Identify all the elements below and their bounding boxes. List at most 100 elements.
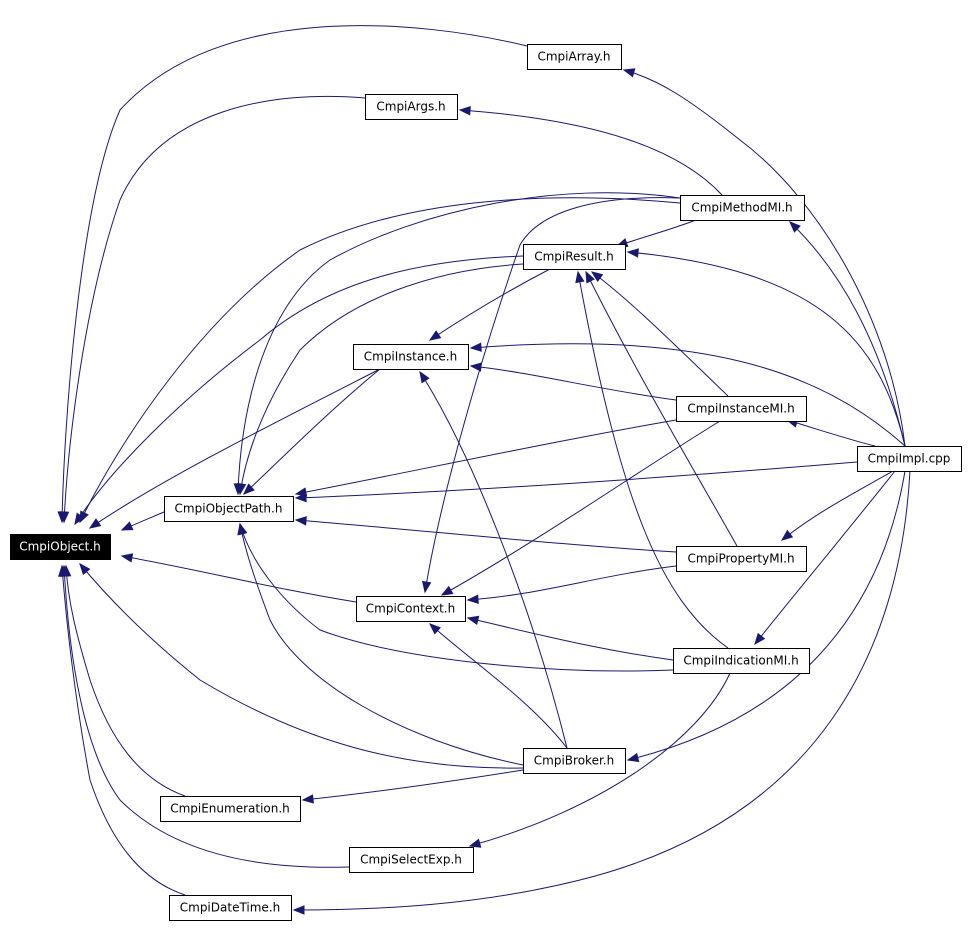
node-box <box>673 648 810 674</box>
arrowhead-icon <box>120 553 134 563</box>
arrowhead-icon <box>294 516 307 526</box>
edge-cmpiimpl-cpp-to-cmpiarray-h <box>622 68 906 447</box>
edge-line <box>61 565 186 896</box>
node-label: CmpiObject.h <box>19 540 101 554</box>
edge-line <box>616 219 697 247</box>
node-cmpiindicationmi-h[interactable]: CmpiIndicationMI.h <box>673 648 810 674</box>
edge-cmpibroker-h-to-cmpicontext-h <box>428 623 568 749</box>
node-box <box>169 895 292 921</box>
node-box <box>356 596 466 622</box>
edge-cmpipropertymi-h-to-cmpiobjectpath-h <box>294 516 677 553</box>
edge-cmpiimpl-cpp-to-cmpiresult-h <box>626 248 906 447</box>
arrowhead-icon <box>789 221 801 233</box>
arrowhead-icon <box>236 482 247 496</box>
arrowhead-icon <box>58 564 68 577</box>
arrowhead-icon <box>120 521 134 531</box>
node-cmpiarray-h[interactable]: CmpiArray.h <box>527 44 622 70</box>
edge-line <box>789 221 906 447</box>
edge-cmpimethodmi-h-to-cmpiargs-h <box>458 106 723 196</box>
arrowhead-icon <box>468 838 482 848</box>
edge-line <box>591 271 729 397</box>
edge-line <box>74 255 524 525</box>
node-cmpiselectexp-h[interactable]: CmpiSelectExp.h <box>349 847 474 873</box>
edge-cmpiinstancemi-h-to-cmpiobjectpath-h <box>294 419 677 497</box>
node-cmpidatetime-h[interactable]: CmpiDateTime.h <box>169 895 292 921</box>
edge-cmpiobjectpath-h-to-cmpiobject-h <box>120 511 165 531</box>
node-label: CmpiInstanceMI.h <box>687 402 794 416</box>
node-label: CmpiBroker.h <box>534 754 614 768</box>
edge-line <box>467 617 674 661</box>
node-cmpiimpl-cpp[interactable]: CmpiImpl.cpp <box>857 446 962 472</box>
node-box <box>680 195 805 221</box>
node-box <box>160 796 301 822</box>
edge-cmpiinstancemi-h-to-cmpicontext-h <box>440 420 721 596</box>
edge-line <box>467 565 677 601</box>
edge-cmpiinstance-h-to-cmpiobjectpath-h <box>243 368 381 495</box>
node-cmpicontext-h[interactable]: CmpiContext.h <box>356 596 466 622</box>
node-box <box>523 244 626 270</box>
node-label: CmpiMethodMI.h <box>691 201 792 215</box>
node-box <box>676 546 807 572</box>
edge-cmpipropertymi-h-to-cmpicontext-h <box>466 565 677 604</box>
edge-line <box>786 419 876 447</box>
edge-cmpibroker-h-to-cmpiobject-h <box>79 562 524 769</box>
arrowhead-icon <box>626 248 639 258</box>
edge-cmpiindicationmi-h-to-cmpiselectexp-h <box>468 672 731 848</box>
node-label: CmpiObjectPath.h <box>175 502 283 516</box>
edge-cmpiresult-h-to-cmpiobjectpath-h <box>236 263 524 496</box>
edge-line <box>429 268 551 341</box>
node-box <box>353 344 469 370</box>
arrowhead-icon <box>575 270 585 284</box>
node-cmpiobjectpath-h[interactable]: CmpiObjectPath.h <box>164 496 294 522</box>
node-cmpibroker-h[interactable]: CmpiBroker.h <box>523 748 626 774</box>
edge-line <box>239 523 524 766</box>
edge-line <box>623 69 906 447</box>
edge-cmpiargs-h-to-cmpiobject-h <box>59 95 366 524</box>
node-cmpiinstancemi-h[interactable]: CmpiInstanceMI.h <box>676 396 807 422</box>
edge-cmpicontext-h-to-cmpiobject-h <box>120 553 357 603</box>
edge-cmpiimpl-cpp-to-cmpipropertymi-h <box>780 470 894 541</box>
edge-cmpimethodmi-h-to-cmpicontext-h <box>422 197 681 594</box>
nodes-layer: CmpiObject.h CmpiArray.hCmpiArgs.hCmpiMet… <box>10 44 962 921</box>
edge-cmpiimpl-cpp-to-cmpiindicationmi-h <box>754 470 896 646</box>
edge-line <box>65 565 186 797</box>
edge-cmpiimpl-cpp-to-cmpiinstance-h <box>469 342 906 447</box>
arrowhead-icon <box>292 905 305 915</box>
edge-line <box>441 420 721 596</box>
edge-cmpipropertymi-h-to-cmpiresult-h <box>585 270 738 547</box>
arrowhead-icon <box>294 492 307 503</box>
node-box <box>10 534 111 560</box>
arrowhead-icon <box>428 623 441 635</box>
node-cmpimethodmi-h[interactable]: CmpiMethodMI.h <box>680 195 805 221</box>
node-box <box>676 396 807 422</box>
arrowhead-icon <box>422 580 432 594</box>
node-cmpiargs-h[interactable]: CmpiArgs.h <box>365 94 458 120</box>
edge-line <box>89 368 381 529</box>
arrowhead-icon <box>622 68 636 78</box>
edge-cmpiindicationmi-h-to-cmpicontext-h <box>466 615 674 661</box>
edge-cmpibroker-h-to-cmpienumeration-h <box>301 769 524 804</box>
edge-cmpiinstance-h-to-cmpiobject-h <box>88 368 381 529</box>
node-cmpiresult-h[interactable]: CmpiResult.h <box>523 244 626 270</box>
edge-line <box>470 365 677 401</box>
edge-line <box>237 192 681 495</box>
edge-line <box>627 470 906 761</box>
edge-line <box>295 419 677 495</box>
edges-layer <box>57 25 911 915</box>
node-label: CmpiImpl.cpp <box>868 452 951 466</box>
arrowhead-icon <box>466 615 480 626</box>
edge-cmpiinstancemi-h-to-cmpiresult-h <box>590 271 729 397</box>
edge-cmpiimpl-cpp-to-cmpimethodmi-h <box>789 221 906 447</box>
node-cmpiinstance-h[interactable]: CmpiInstance.h <box>353 344 469 370</box>
node-box <box>857 446 962 472</box>
edge-cmpienumeration-h-to-cmpiobject-h <box>61 564 186 797</box>
edge-line <box>429 623 568 749</box>
node-cmpienumeration-h[interactable]: CmpiEnumeration.h <box>160 796 301 822</box>
node-label: CmpiArray.h <box>537 50 610 64</box>
edge-cmpimethodmi-h-to-cmpiresult-h <box>615 219 697 248</box>
node-label: CmpiResult.h <box>534 250 614 264</box>
node-label: CmpiSelectExp.h <box>360 853 462 867</box>
node-cmpipropertymi-h[interactable]: CmpiPropertyMI.h <box>676 546 807 572</box>
arrowhead-icon <box>301 794 314 804</box>
edge-line <box>470 343 906 447</box>
